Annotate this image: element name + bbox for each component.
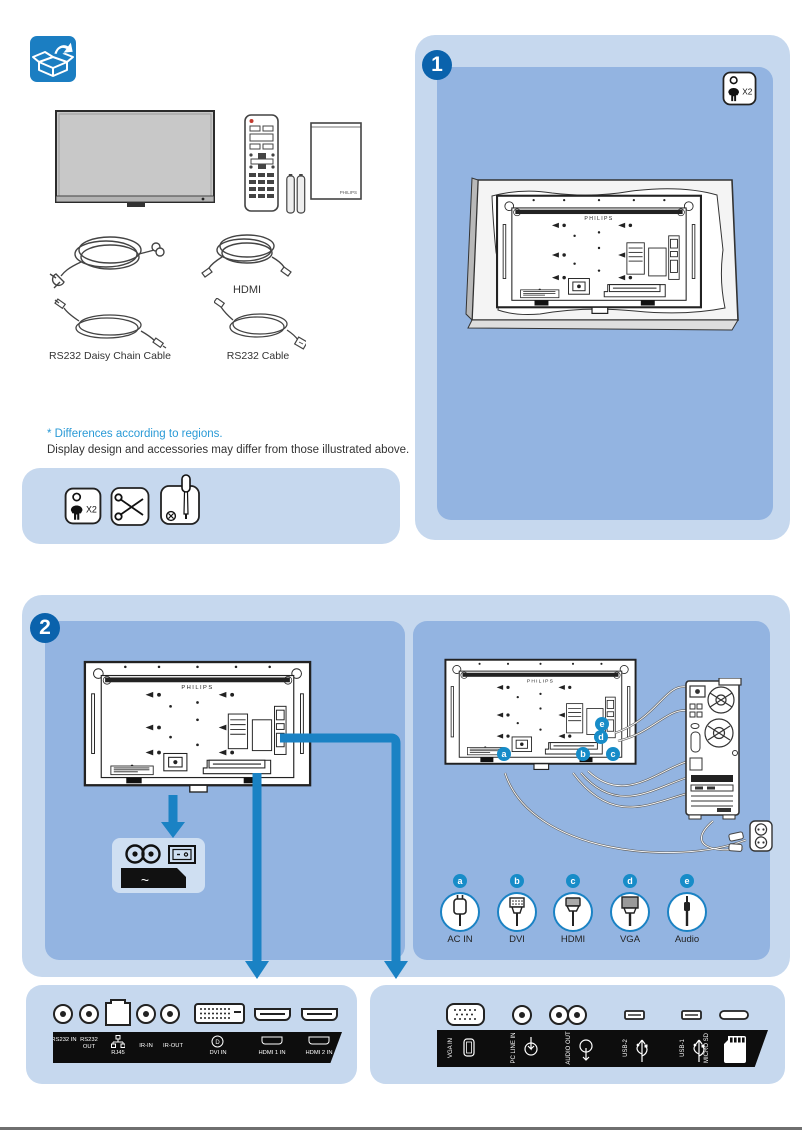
port-label-rj45: RJ45 — [111, 1050, 125, 1056]
connection-cables-illustration — [503, 685, 747, 854]
display-front-illustration — [55, 110, 215, 207]
two-people-required-icon — [64, 485, 102, 527]
pc-line-in-icon — [524, 1037, 538, 1056]
dvi-plug-icon — [509, 897, 525, 926]
ports-row-right — [446, 1003, 749, 1026]
legend-badge-e: e — [680, 874, 694, 888]
port-label-vga-in: VGA IN — [448, 1038, 454, 1059]
connection-badge-d: d — [594, 730, 608, 744]
port-label-micro-sd: MICRO SD — [704, 1033, 710, 1063]
rs232-cable-illustration — [214, 298, 306, 350]
rs232-daisy-chain-cable-illustration — [54, 298, 167, 349]
ports-row-left — [53, 999, 338, 1026]
legend-label-ac-in: AC IN — [447, 934, 473, 945]
usb-1-icon — [693, 1039, 705, 1062]
step1-two-people-icon — [722, 71, 757, 106]
legend-label-vga: VGA — [619, 934, 641, 945]
connection-badge-c: c — [606, 747, 620, 761]
connection-badge-e: e — [595, 717, 609, 731]
legend-label-audio: Audio — [674, 934, 700, 945]
legend-label-dvi: DVI — [509, 934, 525, 945]
audio-out-icon — [579, 1039, 593, 1061]
port-label-usb-1: USB-1 — [680, 1039, 686, 1057]
ports-label-strip-right: VGA IN PC LINE IN AUDIO OUT USB-2 USB-1 … — [437, 1030, 768, 1067]
svg-text:PHILIPS: PHILIPS — [340, 190, 357, 195]
step2-display-rear-left — [82, 660, 313, 795]
rs232-cable-label: RS232 Cable — [226, 350, 290, 362]
svg-text:~: ~ — [141, 872, 149, 888]
batteries-illustration — [286, 174, 306, 214]
port-label-audio-out: AUDIO OUT — [566, 1031, 572, 1065]
ac-inlet-detail-illustration: ~ — [121, 844, 196, 888]
port-label-dvi-in: DVI IN — [209, 1050, 227, 1056]
port-label-usb-2: USB-2 — [623, 1039, 629, 1057]
power-cord-illustration — [49, 236, 165, 289]
rs232-daisy-chain-cable-label: RS232 Daisy Chain Cable — [49, 350, 171, 362]
hdmi2-port-icon — [308, 1036, 330, 1045]
hdmi1-port-icon — [261, 1036, 283, 1045]
port-label-pc-line-in: PC LINE IN — [511, 1032, 517, 1064]
legend-badge-a: a — [453, 874, 467, 888]
wall-outlet-illustration — [749, 820, 773, 852]
region-difference-note: * Differences according to regions. — [47, 428, 223, 440]
micro-sd-card-icon — [724, 1036, 746, 1063]
step1-packaging-illustration — [465, 177, 739, 331]
port-label-hdmi-2-in: HDMI 2 IN — [305, 1050, 333, 1056]
port-label-ir-in: IR-IN — [139, 1043, 153, 1049]
port-label-hdmi-1-in: HDMI 1 IN — [258, 1050, 286, 1056]
ac-plug-icon — [453, 895, 467, 926]
legend-badge-b: b — [510, 874, 524, 888]
legend-label-hdmi: HDMI — [560, 934, 586, 945]
ports-label-strip-left: RS232 IN RS232 OUT RJ45 IR-IN IR-OUT D D… — [53, 1032, 342, 1063]
design-difference-note: Display design and accessories may diffe… — [47, 444, 410, 456]
audio-plug-icon — [684, 896, 690, 926]
dvi-port-icon: D — [211, 1035, 224, 1048]
port-label-rs232-in: RS232 IN — [51, 1037, 77, 1043]
remote-control-illustration — [244, 114, 279, 212]
hdmi-cable-illustration — [201, 234, 292, 278]
screwdriver-icon — [160, 474, 200, 525]
connection-badge-b: b — [576, 747, 590, 761]
step1-number-badge: 1 — [422, 50, 452, 80]
hdmi-cable-label: HDMI — [232, 284, 262, 296]
legend-badge-c: c — [566, 874, 580, 888]
port-label-rs232-out: RS232 OUT — [80, 1037, 98, 1050]
svg-text:D: D — [215, 1040, 220, 1046]
vga-in-icon — [463, 1038, 475, 1057]
page-footer-rule — [0, 1127, 802, 1130]
vga-plug-icon — [621, 896, 639, 926]
port-label-ir-out: IR-OUT — [163, 1043, 183, 1049]
connection-badge-a: a — [497, 747, 511, 761]
user-manual-illustration: PHILIPS — [310, 122, 362, 200]
legend-badge-d: d — [623, 874, 637, 888]
rj45-network-icon — [111, 1035, 125, 1048]
usb-2-icon — [636, 1039, 648, 1062]
unboxing-icon — [30, 36, 76, 82]
hdmi-plug-icon — [565, 897, 581, 926]
pc-tower-illustration — [685, 678, 742, 820]
scissors-icon — [110, 487, 150, 526]
step2-number-badge: 2 — [30, 613, 60, 643]
